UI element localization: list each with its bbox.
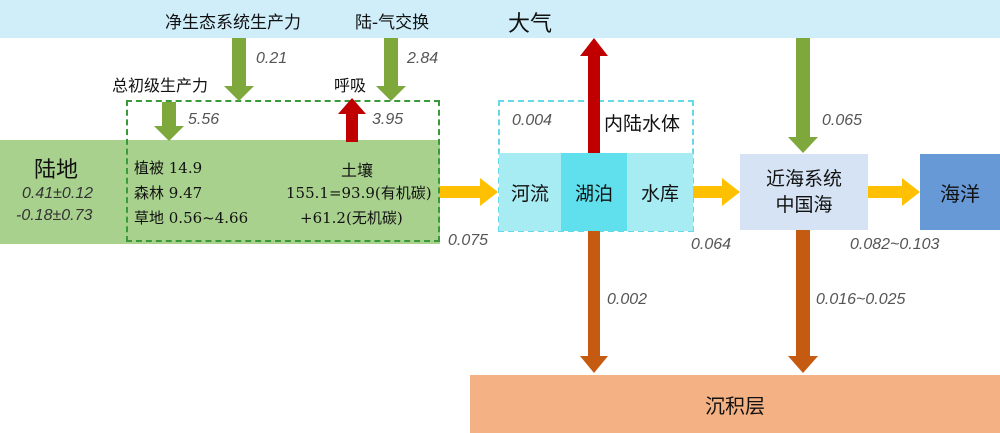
soil-line-2: +61.2(无机碳) bbox=[300, 209, 403, 227]
gpp-value: 5.56 bbox=[188, 111, 220, 128]
reservoir-to-coast-arrow bbox=[693, 178, 740, 206]
land-title: 陆地 bbox=[34, 158, 79, 183]
atmosphere-band bbox=[0, 0, 1000, 38]
forest-line: 森林 9.47 bbox=[134, 184, 203, 202]
reservoir-to-coast-value: 0.064 bbox=[691, 236, 732, 253]
nep-value: 0.21 bbox=[256, 50, 288, 67]
land-box bbox=[0, 140, 440, 244]
inland-sediment-value: 0.002 bbox=[607, 291, 648, 308]
gpp-arrow bbox=[154, 102, 184, 141]
coast-to-ocean-value: 0.082~0.103 bbox=[850, 236, 940, 253]
lake-box: 湖泊 bbox=[561, 153, 627, 231]
ocean-label: 海洋 bbox=[940, 181, 980, 206]
land-value-2: -0.18±0.73 bbox=[16, 207, 93, 224]
nep-label: 净生态系统生产力 bbox=[165, 13, 301, 33]
respiration-arrow bbox=[338, 98, 366, 142]
coast-to-ocean-arrow bbox=[868, 178, 920, 206]
nep-arrow bbox=[224, 38, 254, 101]
land-dashed-frame bbox=[126, 100, 440, 242]
ocean-box: 海洋 bbox=[920, 154, 1000, 230]
coast-sediment-arrow bbox=[788, 230, 818, 373]
soil-title: 土壤 bbox=[341, 161, 374, 180]
land-to-river-value: 0.075 bbox=[448, 232, 489, 249]
inland-to-air-value: 0.004 bbox=[512, 112, 553, 129]
vegetation-line: 植被 14.9 bbox=[134, 159, 203, 177]
soil-line-1: 155.1=93.9(有机碳) bbox=[286, 184, 432, 202]
inland-to-air-arrow bbox=[580, 38, 608, 153]
land-air-label: 陆-气交换 bbox=[355, 13, 430, 33]
land-air-arrow bbox=[376, 38, 406, 101]
coastal-label-2: 中国海 bbox=[775, 194, 833, 216]
reservoir-label: 水库 bbox=[640, 182, 679, 205]
coast-sediment-value: 0.016~0.025 bbox=[816, 291, 906, 308]
coastal-box: 近海系统 中国海 bbox=[740, 154, 868, 230]
sediment-band: 沉积层 bbox=[470, 375, 1000, 433]
air-to-coast-value: 0.065 bbox=[822, 112, 863, 129]
reservoir-box: 水库 bbox=[627, 153, 693, 231]
respiration-value: 3.95 bbox=[372, 111, 404, 128]
land-to-river-arrow bbox=[440, 178, 498, 206]
gpp-label: 总初级生产力 bbox=[112, 76, 209, 95]
inland-sediment-arrow bbox=[580, 231, 608, 373]
atmosphere-label: 大气 bbox=[508, 12, 553, 37]
land-value-1: 0.41±0.12 bbox=[22, 185, 94, 202]
river-label: 河流 bbox=[510, 182, 549, 205]
river-box: 河流 bbox=[499, 153, 561, 231]
lake-label: 湖泊 bbox=[574, 182, 613, 205]
air-to-coast-arrow bbox=[788, 38, 818, 153]
inland-water-title: 内陆水体 bbox=[604, 113, 681, 135]
respiration-label: 呼吸 bbox=[334, 76, 367, 95]
sediment-label: 沉积层 bbox=[705, 393, 765, 418]
coastal-label-1: 近海系统 bbox=[765, 168, 842, 190]
land-air-value: 2.84 bbox=[407, 50, 439, 67]
grass-line: 草地 0.56~4.66 bbox=[134, 209, 249, 227]
